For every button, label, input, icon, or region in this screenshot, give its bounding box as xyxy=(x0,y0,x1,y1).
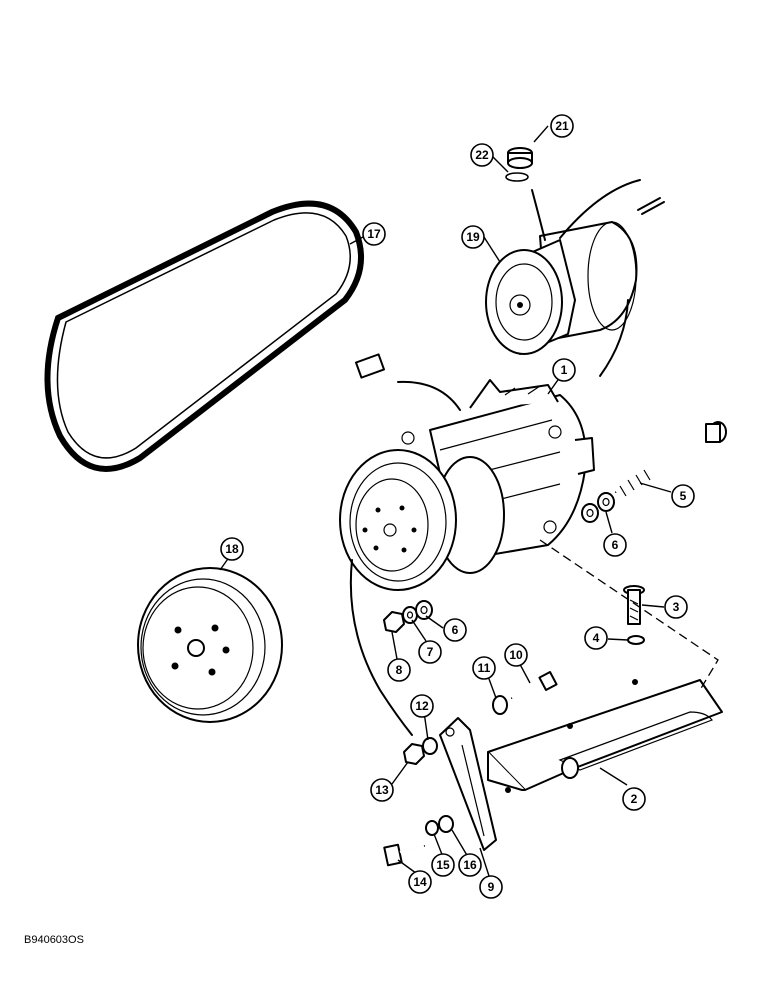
callout-8: 8 xyxy=(387,658,411,682)
callout-label: 16 xyxy=(463,858,477,872)
callout-label: 8 xyxy=(396,663,403,677)
callout-label: 12 xyxy=(415,699,429,713)
callout-label: 18 xyxy=(225,542,239,556)
callout-label: 9 xyxy=(488,880,495,894)
callout-2: 2 xyxy=(622,787,646,811)
callout-label: 13 xyxy=(375,783,389,797)
callout-1: 1 xyxy=(552,358,576,382)
callout-21: 21 xyxy=(550,114,574,138)
callout-4: 4 xyxy=(584,626,608,650)
callout-label: 6 xyxy=(612,538,619,552)
lower-bolt-and-washers xyxy=(383,815,454,867)
callout-12: 12 xyxy=(410,694,434,718)
callout-15: 15 xyxy=(431,853,455,877)
plug-and-o-ring xyxy=(505,147,533,182)
callout-label: 17 xyxy=(367,227,381,241)
callout-label: 21 xyxy=(555,119,569,133)
compressor-alternate xyxy=(485,179,665,377)
callout-6-lower: 6 xyxy=(443,618,467,642)
adjusting-bolt xyxy=(492,671,558,715)
callout-14: 14 xyxy=(408,870,432,894)
callout-label: 22 xyxy=(475,148,489,162)
bolt-and-lockwasher xyxy=(623,585,645,645)
callout-11: 11 xyxy=(472,656,496,680)
pivot-nut xyxy=(403,737,438,765)
nut-and-washers-lower xyxy=(383,600,433,633)
callout-13: 13 xyxy=(370,778,394,802)
callout-22: 22 xyxy=(470,143,494,167)
callout-label: 11 xyxy=(478,661,491,675)
callout-19: 19 xyxy=(461,225,485,249)
adjusting-strap xyxy=(439,717,497,851)
callout-label: 3 xyxy=(673,600,680,614)
callout-label: 2 xyxy=(631,792,638,806)
callout-6-upper: 6 xyxy=(603,533,627,557)
callout-label: 15 xyxy=(436,858,450,872)
callout-3: 3 xyxy=(664,595,688,619)
callout-label: 14 xyxy=(413,875,427,889)
callout-label: 6 xyxy=(452,623,459,637)
leader-lines xyxy=(219,125,672,877)
pulley xyxy=(137,567,283,723)
callout-18: 18 xyxy=(220,537,244,561)
mounting-bracket xyxy=(487,539,723,793)
compressor xyxy=(339,353,595,736)
callout-label: 1 xyxy=(561,363,568,377)
callout-label: 4 xyxy=(593,631,600,645)
callout-7: 7 xyxy=(418,640,442,664)
callout-5: 5 xyxy=(671,484,695,508)
callout-label: 5 xyxy=(680,489,687,503)
drive-belt xyxy=(44,200,364,472)
document-code: B940603OS xyxy=(24,934,84,946)
callout-label: 10 xyxy=(509,648,523,662)
callout-9: 9 xyxy=(479,875,503,899)
callout-label: 19 xyxy=(466,230,480,244)
callout-label: 7 xyxy=(427,645,434,659)
callout-16: 16 xyxy=(458,853,482,877)
callout-17: 17 xyxy=(362,222,386,246)
long-bolt xyxy=(615,421,727,497)
washers-upper xyxy=(581,492,615,523)
callout-10: 10 xyxy=(504,643,528,667)
